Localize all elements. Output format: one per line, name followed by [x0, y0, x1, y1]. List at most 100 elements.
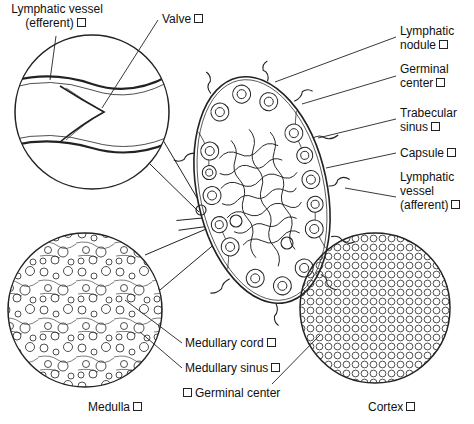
valve: [60, 86, 104, 142]
drawing-part: [300, 233, 450, 383]
trabecular-sinus: [199, 111, 326, 269]
drawing-part: [306, 174, 317, 185]
part-label: Lymphatic vessel (afferent): [400, 170, 470, 212]
drawing-part: [205, 71, 214, 93]
drawing-part: [173, 153, 196, 163]
drawing-part: [275, 37, 396, 82]
drawing-part: [263, 96, 274, 107]
drawing-part: [221, 185, 297, 207]
drawing-part: [272, 335, 320, 384]
drawing-part: [283, 122, 304, 143]
drawing-part: [318, 119, 396, 138]
drawing-part: [219, 142, 279, 162]
drawing-part: [300, 169, 321, 190]
checkbox: [431, 122, 440, 131]
checkbox: [271, 363, 280, 372]
drawing-part: [236, 89, 247, 100]
part-label: Germinal center: [180, 386, 280, 400]
efferent-zoom: [10, 35, 175, 189]
checkbox: [133, 402, 142, 411]
drawing-part: [345, 188, 396, 197]
drawing-part: [125, 300, 182, 343]
drawing-part: [201, 185, 222, 206]
drawing-part: [196, 205, 206, 215]
label-text: Germinal center: [195, 386, 280, 400]
leader-line: [50, 20, 396, 384]
label-text: Medullary cord: [185, 336, 264, 350]
drawing-part: [250, 273, 261, 284]
part-label: Medulla: [88, 400, 145, 414]
drawing-part: [199, 140, 220, 161]
drawing-part: [267, 131, 298, 250]
label-text: Medulla: [88, 400, 130, 414]
checkbox: [436, 78, 445, 87]
label-text: Lymphatic vessel (efferent): [11, 2, 103, 30]
drawing-part: [210, 215, 229, 234]
label-text: Valve: [162, 12, 191, 26]
drawing-part: [300, 151, 309, 160]
drawing-part: [326, 153, 396, 168]
label-text: Lymphatic vessel (afferent): [400, 170, 454, 212]
drawing-part: [225, 242, 236, 253]
drawing-part: [271, 303, 281, 326]
checkbox: [267, 338, 276, 347]
drawing-part: [10, 78, 175, 95]
drawing-part: [245, 268, 266, 289]
checkbox: [406, 402, 415, 411]
part-label: Medullary cord: [185, 336, 279, 350]
efferent-vessel: [176, 215, 204, 232]
drawing-part: [209, 101, 230, 122]
checkbox: [194, 14, 203, 23]
drawing-part: [304, 218, 325, 239]
drawing-part: [102, 20, 158, 108]
drawing-part: [312, 132, 338, 142]
part-label: Medullary sinus: [185, 361, 283, 375]
drawing-part: [281, 237, 293, 249]
part-label: Cortex: [368, 400, 418, 414]
drawing-part: [15, 35, 169, 189]
drawing-part: [310, 200, 319, 209]
drawing-part: [220, 168, 298, 192]
drawing-part: [201, 164, 218, 181]
zoom-spot: [196, 205, 293, 249]
part-label: Lymphatic nodule: [400, 24, 470, 52]
drawing-part: [309, 224, 320, 235]
drawing-part: [258, 91, 279, 112]
drawing-part: [261, 61, 271, 82]
part-label: Lymphatic vessel (efferent): [4, 2, 110, 30]
drawing-part: [299, 263, 310, 274]
checkbox: [183, 388, 192, 397]
part-label: Germinal center: [400, 62, 470, 90]
drawing-part: [10, 134, 175, 147]
drawing-part: [230, 215, 242, 227]
drawing-part: [205, 168, 213, 176]
checkbox: [451, 200, 460, 209]
drawing-part: [208, 279, 232, 294]
drawing-part: [215, 107, 226, 118]
part-label: Valve: [162, 12, 206, 26]
drawing-part: [231, 83, 252, 104]
label-text: Cortex: [368, 400, 403, 414]
label-text: Trabecular sinus: [400, 106, 457, 134]
drawing-part: [327, 176, 350, 187]
drawing-part: [219, 236, 240, 257]
label-text: Capsule: [400, 146, 444, 160]
checkbox: [77, 18, 86, 27]
checkbox: [447, 148, 456, 157]
drawing-part: [295, 146, 314, 165]
drawing-part: [272, 275, 293, 296]
label-text: Germinal center: [400, 62, 449, 90]
drawing-part: [289, 128, 300, 139]
drawing-part: [246, 129, 281, 267]
drawing-part: [10, 72, 175, 89]
drawing-part: [204, 146, 215, 157]
drawing-part: [10, 72, 175, 153]
drawing-part: [66, 88, 104, 140]
drawing-part: [207, 190, 218, 201]
drawing-part: [226, 198, 302, 222]
drawing-part: [302, 76, 396, 104]
checkbox: [439, 40, 448, 49]
cortex-zoom: [300, 233, 450, 383]
drawing-part: [292, 89, 313, 102]
drawing-part: [140, 332, 182, 368]
